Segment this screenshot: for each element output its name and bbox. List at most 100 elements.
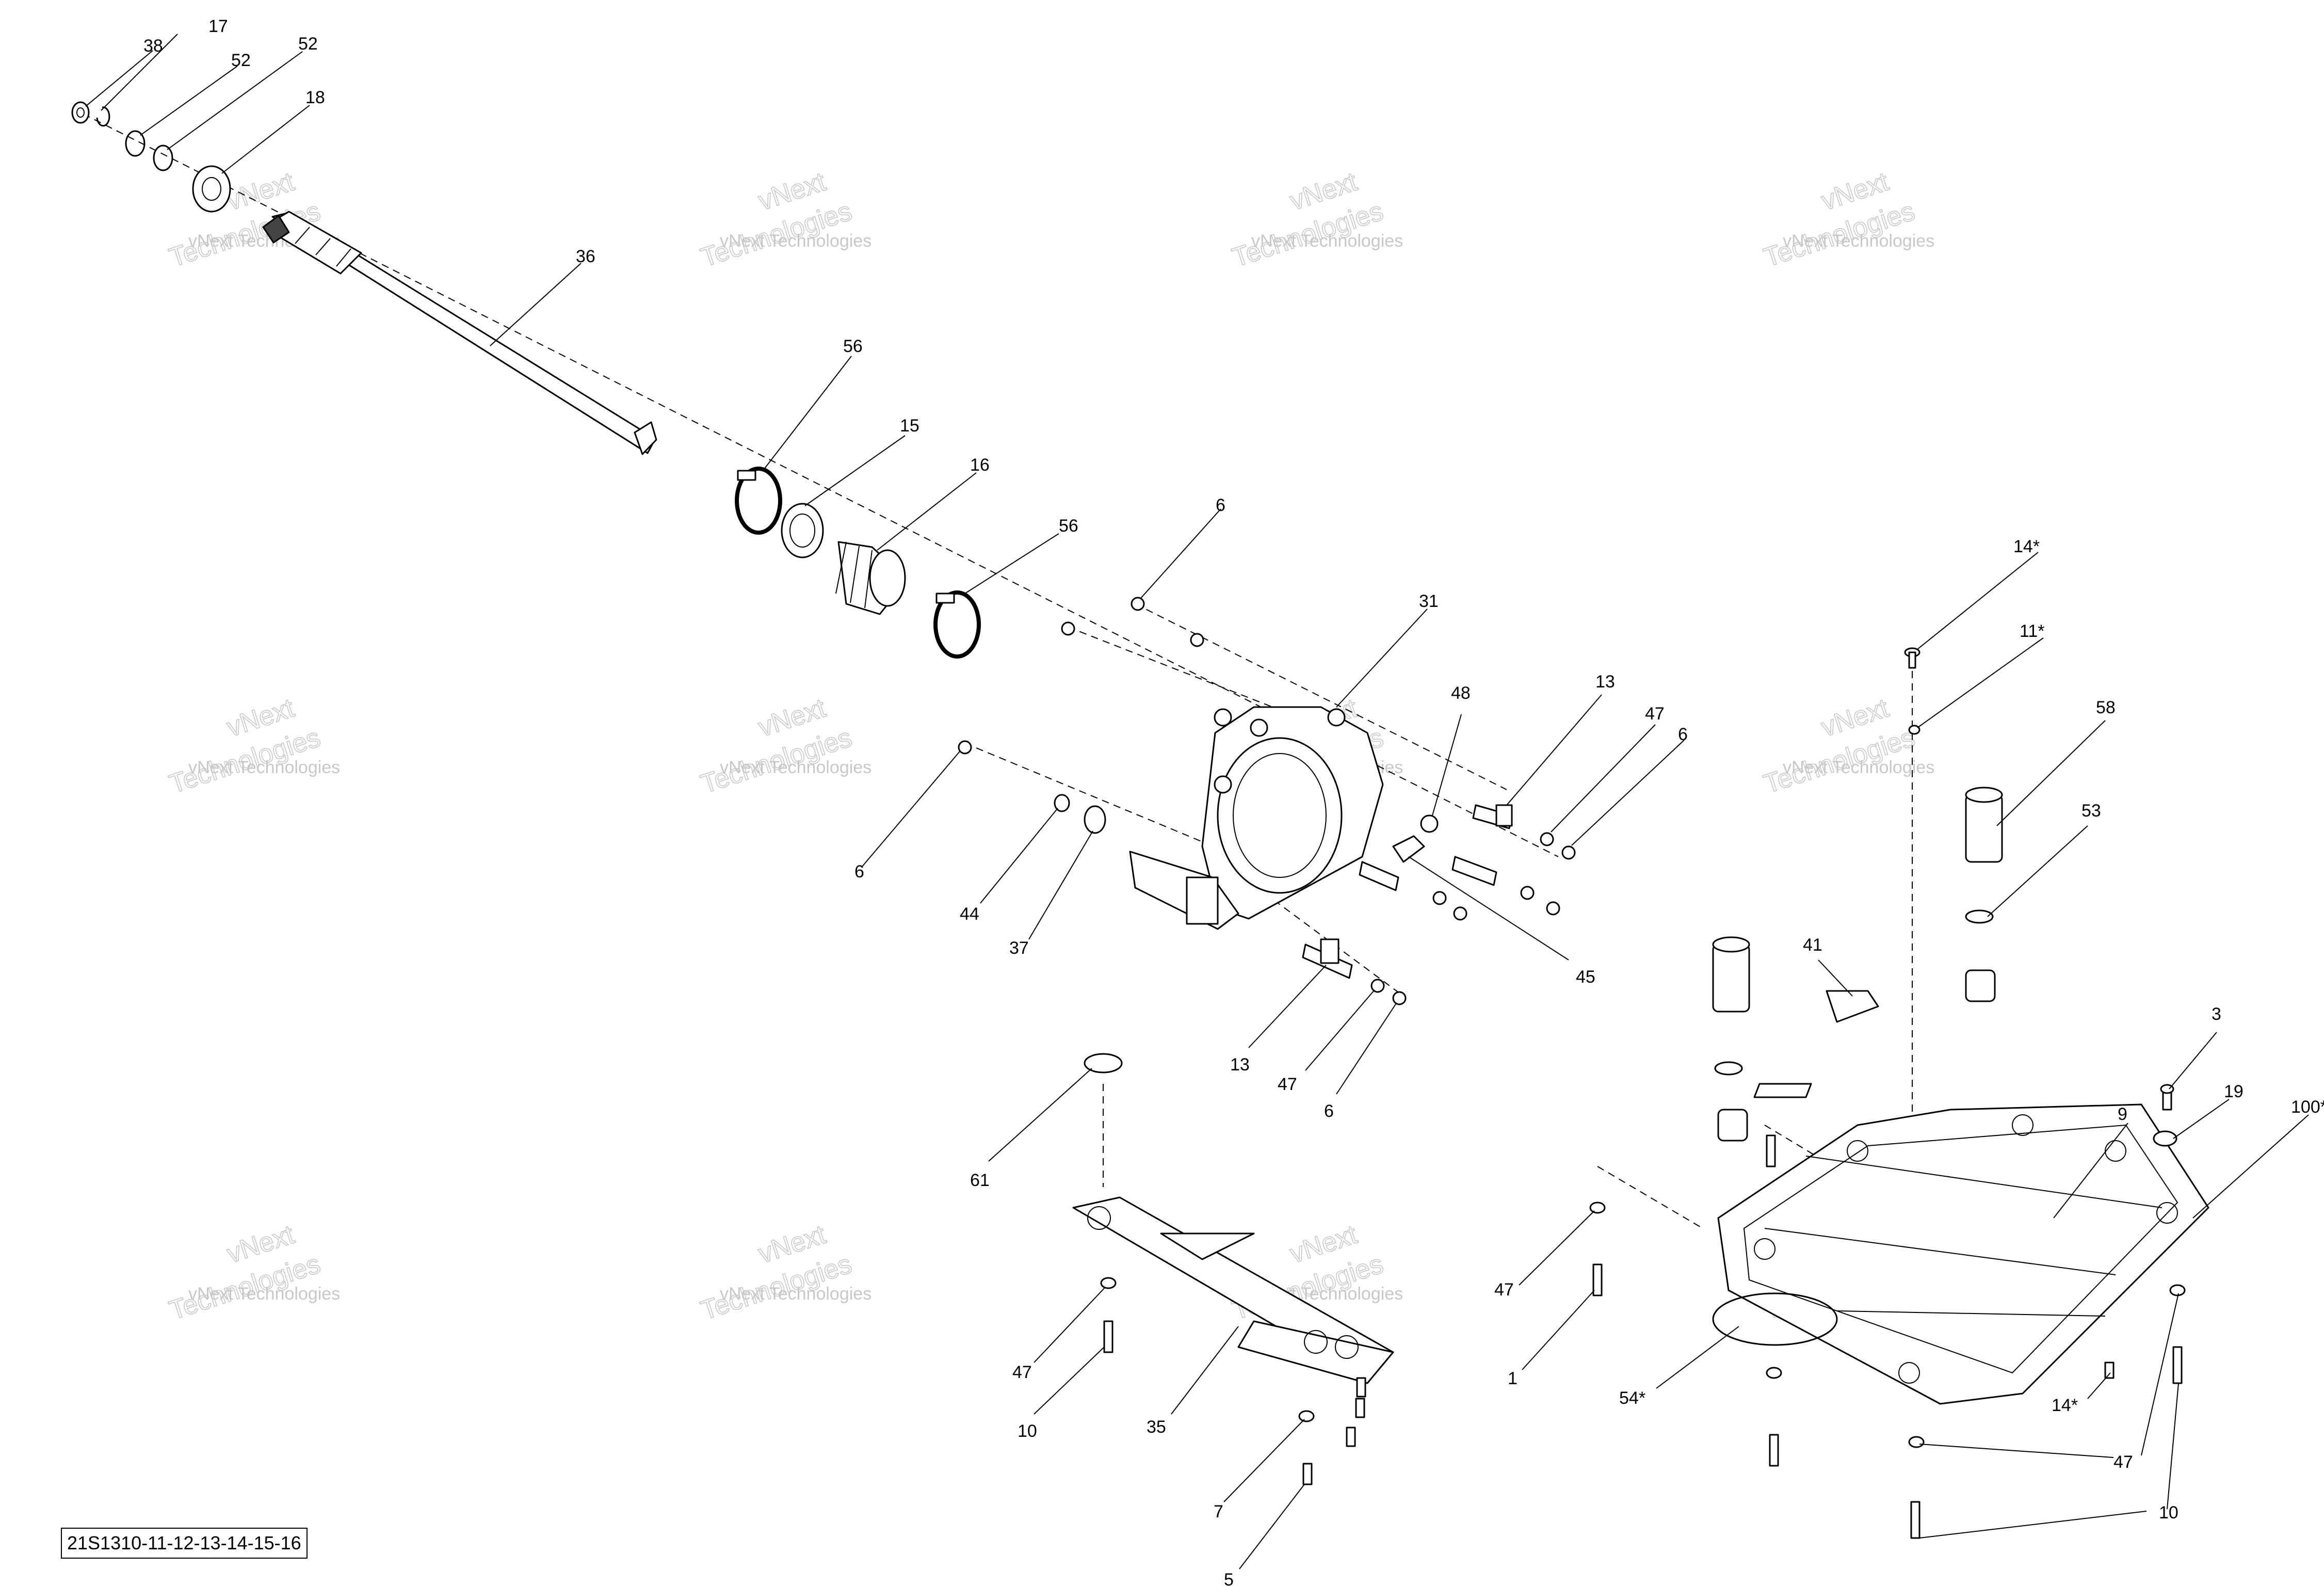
part-label: [1753, 1083, 1812, 1098]
callout-47: 47: [1278, 1075, 1297, 1094]
callout-6: 6: [1678, 725, 1688, 744]
part-nut: [1453, 906, 1467, 921]
callout-15: 15: [900, 416, 919, 436]
watermark: vNext Technologies: [1228, 166, 1387, 274]
callout-47: 47: [1494, 1280, 1514, 1300]
part-47-washer: [1540, 832, 1554, 846]
part-11-washer: [1908, 725, 1920, 735]
callout-53: 53: [2081, 801, 2101, 821]
callout-47: 47: [1645, 704, 1665, 724]
watermarks: vNext Technologies vNext Technologies vN…: [165, 166, 1934, 1326]
part-bolt: [1355, 1398, 1365, 1418]
part-37-washer: [1084, 805, 1106, 834]
watermark-text: vNext Technologies: [1783, 231, 1934, 251]
part-bolt: [1346, 1427, 1356, 1447]
part-3-screw: [2160, 1084, 2174, 1111]
part-seal: [1714, 1061, 1743, 1076]
part-19-grommet: [2153, 1130, 2177, 1147]
callout-14-star: 14*: [2052, 1396, 2078, 1415]
part-14-screw: [1904, 647, 1920, 669]
part-1-bolt: [1592, 1263, 1603, 1296]
part-44-washer: [1054, 794, 1070, 812]
part-fitting: [1965, 969, 1996, 1002]
watermark: vNext Technologies: [165, 1219, 324, 1326]
part-47-washer: [1370, 979, 1385, 993]
part-17-circlip: [96, 106, 110, 127]
watermark-text: vNext Technologies: [720, 231, 872, 251]
part-54-seal: [1712, 1292, 1838, 1346]
part-38-nut: [71, 101, 90, 124]
part-7-washer: [1298, 1410, 1315, 1422]
watermark-text: vNext Technologies: [720, 758, 872, 777]
part-36-drive-shaft: [262, 211, 657, 455]
part-6-nut: [1061, 621, 1075, 636]
part-47-washer: [1589, 1201, 1606, 1214]
part-6-nut: [1561, 845, 1576, 860]
part-bolt: [1766, 1134, 1776, 1167]
callout-56: 56: [1059, 516, 1078, 536]
callout-44: 44: [960, 904, 979, 924]
watermark: vNext Technologies: [697, 693, 856, 800]
callout-56: 56: [843, 337, 863, 356]
part-47-washer: [1100, 1277, 1117, 1289]
callout-6: 6: [1216, 495, 1225, 515]
callout-6: 6: [854, 862, 864, 882]
callout-38: 38: [143, 36, 163, 56]
part-56-clamp: [933, 590, 981, 659]
callout-13: 13: [1595, 672, 1615, 692]
part-nut: [1432, 891, 1447, 905]
part-47-washer: [2169, 1284, 2186, 1296]
callout-1: 1: [1508, 1369, 1518, 1388]
callout-58: 58: [2096, 698, 2116, 717]
diagram-reference-code: 21S1310-11-12-13-14-15-16: [61, 1528, 308, 1559]
part-45-bracket: [1359, 835, 1497, 891]
callout-10: 10: [2159, 1503, 2178, 1523]
callout-47: 47: [2113, 1452, 2133, 1472]
callout-36: 36: [576, 247, 595, 266]
callout-14-star: 14*: [2013, 537, 2040, 556]
callout-45: 45: [1576, 967, 1595, 987]
part-5-bolt: [1302, 1463, 1313, 1485]
part-washer: [1766, 1367, 1782, 1379]
stud-line: [964, 743, 1239, 857]
part-58-fitting: [1965, 787, 2003, 863]
watermark: vNext Technologies: [697, 1219, 856, 1326]
watermark: vNext Technologies: [1760, 693, 1918, 800]
callout-17: 17: [208, 17, 228, 36]
callout-41: 41: [1803, 935, 1822, 955]
callout-5: 5: [1224, 1570, 1234, 1586]
part-fitting: [1717, 1109, 1748, 1142]
callout-52: 52: [231, 51, 251, 70]
callout-37: 37: [1009, 938, 1029, 958]
part-6-nut: [1392, 991, 1407, 1005]
part-fitting: [1712, 936, 1750, 1013]
part-18-seal: [192, 165, 231, 213]
part-31-bearing-housing: [1129, 706, 1384, 930]
callout-31: 31: [1419, 591, 1439, 611]
part-13-stud: [1472, 804, 1513, 829]
watermark-text: vNext Technologies: [188, 758, 340, 777]
part-9-tunnel-plate: [1717, 1103, 2209, 1405]
drive-shaft-group: [71, 101, 1559, 857]
part-53-seal: [1965, 909, 1994, 924]
callout-54-star: 54*: [1619, 1388, 1645, 1408]
part-13-stud: [1302, 938, 1353, 979]
watermark: vNext Technologies: [697, 166, 856, 274]
part-bolt: [1769, 1434, 1779, 1467]
callout-16: 16: [970, 455, 990, 475]
part-48-washer: [1420, 814, 1439, 833]
part-nut: [1520, 886, 1535, 900]
callout-9: 9: [2118, 1104, 2127, 1124]
part-10-bolt: [1103, 1320, 1113, 1353]
part-washer: [1190, 633, 1204, 647]
callout-3: 3: [2212, 1004, 2221, 1024]
callout-100-star: 100*: [2291, 1097, 2324, 1117]
callout-7: 7: [1214, 1502, 1223, 1521]
part-10-bolt: [1910, 1501, 1920, 1539]
part-35-rail: [1072, 1196, 1394, 1384]
part-52-ring: [153, 145, 173, 171]
part-61-cap: [1084, 1053, 1123, 1074]
slide-rail-group: [1072, 1053, 1394, 1485]
callout-52: 52: [298, 34, 318, 54]
